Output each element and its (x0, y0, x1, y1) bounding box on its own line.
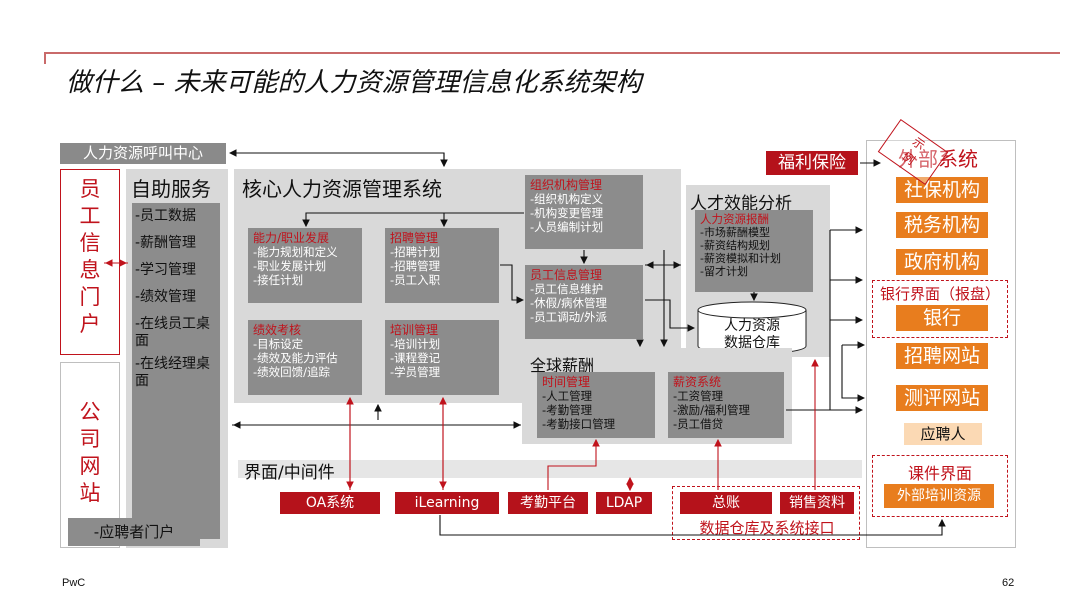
external-training-button[interactable]: 外部培训资源 (884, 484, 994, 508)
module-title: 人力资源报酬 (700, 212, 769, 226)
top-rule (44, 52, 1060, 54)
module-title: 时间管理 (542, 375, 591, 389)
list-item: -人工管理 (542, 389, 593, 403)
list-item: -市场薪酬模型 (700, 226, 770, 239)
talent-compensation-box: 人力资源报酬 -市场薪酬模型 -薪资结构规划 -薪资模拟和计划 -留才计划 (695, 210, 813, 292)
employee-portal-box: 员工信息门户 (60, 169, 120, 355)
module-title: 培训管理 (390, 323, 439, 337)
list-item: -留才计划 (700, 265, 748, 278)
self-service-list (132, 203, 220, 539)
list-item: -薪资结构规划 (700, 239, 770, 252)
list-item: -职业发展计划 (253, 259, 327, 273)
list-item: -招聘计划 (390, 245, 441, 259)
list-item: -休假/病休管理 (530, 296, 608, 310)
module-title: 薪资系统 (673, 375, 722, 389)
bank-interface-label: 银行界面（报盘） (879, 285, 1000, 303)
list-item: -课程登记 (390, 351, 441, 365)
module-performance: 绩效考核 -目标设定 -绩效及能力评估 -绩效回馈/追踪 (248, 320, 362, 395)
list-item: -接任计划 (253, 273, 304, 287)
middleware-title: 界面/中间件 (244, 463, 335, 483)
bank-interface-group (872, 280, 1008, 338)
list-item: -员工入职 (390, 273, 441, 287)
core-hr-title: 核心人力资源管理系统 (242, 177, 442, 201)
list-item: -组织机构定义 (530, 192, 604, 206)
company-site-box: 公司网站 (60, 362, 120, 548)
list-item: -在线员工桌面 (135, 316, 211, 349)
ldap-button[interactable]: LDAP (596, 492, 652, 514)
module-training: 培训管理 -培训计划 -课程登记 -学员管理 (385, 320, 499, 395)
government-button[interactable]: 政府机构 (896, 249, 988, 275)
external-systems-title: 外部系统 (898, 147, 978, 171)
module-salary: 薪资系统 -工资管理 -激励/福利管理 -员工借贷 (668, 372, 784, 438)
tax-authority-button[interactable]: 税务机构 (896, 212, 988, 238)
top-rule-tick (44, 52, 46, 64)
module-title: 绩效考核 (253, 323, 302, 337)
page-number: 62 (1002, 577, 1015, 589)
employee-portal-label: 员工信息门户 (79, 177, 101, 336)
list-item: -员工数据 (135, 208, 197, 224)
sales-data-button[interactable]: 销售资料 (780, 492, 854, 514)
module-recruitment: 招聘管理 -招聘计划 -招聘管理 -员工入职 (385, 228, 499, 303)
list-item: -学习管理 (135, 262, 197, 278)
list-item: -考勤管理 (542, 403, 593, 417)
list-item: -绩效回馈/追踪 (253, 365, 331, 379)
list-item: -员工信息维护 (530, 282, 604, 296)
list-item: -目标设定 (253, 337, 304, 351)
recruitment-site-button[interactable]: 招聘网站 (896, 343, 988, 369)
list-item: -在线经理桌面 (135, 356, 211, 389)
list-item: -工资管理 (673, 389, 724, 403)
module-title: 员工信息管理 (530, 268, 603, 282)
applicant-portal-box: -应聘者门户 (68, 518, 200, 546)
company-site-label: 公司网站 (79, 400, 101, 505)
talent-title: 人才效能分析 (690, 194, 792, 214)
assessment-site-button[interactable]: 测评网站 (896, 385, 988, 411)
payroll-title: 全球薪酬 (530, 356, 595, 375)
list-item: -员工借贷 (673, 417, 724, 431)
module-title: 招聘管理 (390, 231, 439, 245)
module-time: 时间管理 -人工管理 -考勤管理 -考勤接口管理 (537, 372, 655, 438)
attendance-platform-button[interactable]: 考勤平台 (508, 492, 588, 514)
list-item: -能力规划和定义 (253, 245, 338, 259)
list-item: -员工调动/外派 (530, 310, 608, 324)
hr-data-warehouse-label: 人力资源数据仓库 (724, 318, 780, 351)
list-item: -培训计划 (390, 337, 441, 351)
self-service-items: -员工数据 -薪酬管理 -学习管理 -绩效管理 -在线员工桌面 -在线经理桌面 (135, 208, 219, 392)
applicant-box: 应聘人 (904, 423, 982, 445)
ilearning-button[interactable]: iLearning (395, 492, 499, 514)
module-title: 能力/职业发展 (253, 231, 330, 245)
data-warehouse-interface-group (672, 486, 860, 540)
list-item: -薪资模拟和计划 (700, 252, 781, 265)
module-title: 组织机构管理 (530, 178, 603, 192)
welfare-insurance-button[interactable]: 福利保险 (766, 151, 858, 175)
module-employee-info: 员工信息管理 -员工信息维护 -休假/病休管理 -员工调动/外派 (525, 265, 643, 339)
list-item: -绩效管理 (135, 289, 197, 305)
list-item: -绩效及能力评估 (253, 351, 338, 365)
general-ledger-button[interactable]: 总账 (680, 492, 772, 514)
self-service-title: 自助服务 (131, 177, 211, 201)
module-organization: 组织机构管理 -组织机构定义 -机构变更管理 -人员编制计划 (525, 175, 643, 249)
data-warehouse-interface-label: 数据仓库及系统接口 (699, 519, 835, 537)
list-item: -考勤接口管理 (542, 417, 616, 431)
hr-data-warehouse-icon (697, 301, 807, 355)
list-item: -招聘管理 (390, 259, 441, 273)
list-item: -人员编制计划 (530, 220, 604, 234)
list-item: -薪酬管理 (135, 235, 197, 251)
footer-brand: PwC (62, 577, 86, 589)
bank-button[interactable]: 银行 (896, 305, 988, 331)
list-item: -机构变更管理 (530, 206, 604, 220)
module-capability: 能力/职业发展 -能力规划和定义 -职业发展计划 -接任计划 (248, 228, 362, 303)
page-title: 做什么 – 未来可能的人力资源管理信息化系统架构 (66, 68, 642, 98)
list-item: -学员管理 (390, 365, 441, 379)
call-center-box: 人力资源呼叫中心 (60, 143, 226, 164)
course-interface-label: 课件界面 (907, 464, 972, 483)
oa-system-button[interactable]: OA系统 (280, 492, 380, 514)
social-security-button[interactable]: 社保机构 (896, 177, 988, 203)
list-item: -激励/福利管理 (673, 403, 751, 417)
